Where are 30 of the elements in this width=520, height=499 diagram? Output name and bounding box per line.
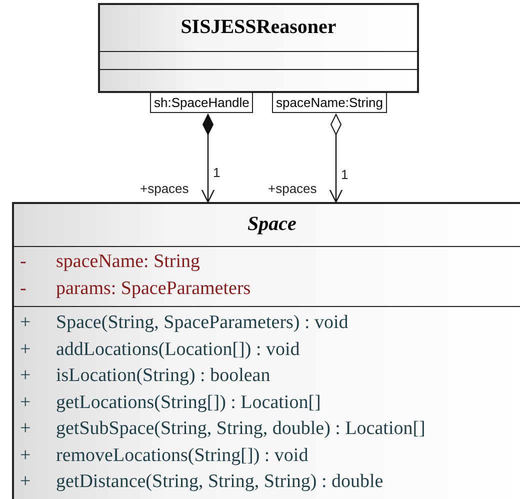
class-name: SISJESSReasoner: [180, 16, 338, 39]
multiplicity-label: 1: [340, 167, 350, 182]
method-text: Space(String, SpaceParameters) : void: [56, 311, 348, 335]
qualifier-box: sh:SpaceHandle: [150, 92, 254, 113]
role-label: +spaces: [140, 181, 189, 196]
class-box: [12, 202, 520, 499]
role-label: +spaces: [268, 181, 317, 196]
visibility-marker: -: [20, 276, 26, 300]
composition-arrow: [201, 114, 215, 203]
visibility-marker: +: [20, 364, 31, 388]
class-name: Space: [246, 213, 298, 236]
method-text: isLocation(String) : boolean: [56, 364, 270, 388]
visibility-marker: +: [20, 338, 31, 362]
multiplicity-label: 1: [212, 165, 222, 180]
attribute-text: spaceName: String: [56, 250, 200, 274]
method-text: getSubSpace(String, String, double) : Location[]: [56, 417, 426, 441]
attribute-text: params: SpaceParameters: [56, 276, 251, 300]
visibility-marker: +: [20, 470, 31, 494]
method-text: addLocations(Location[]) : void: [56, 338, 300, 362]
composition-arrow: [329, 114, 343, 203]
visibility-marker: -: [20, 250, 26, 274]
method-text: getDistance(String, String, String) : double: [56, 470, 384, 494]
qualifier-box: spaceName:String: [272, 92, 387, 113]
method-text: getLocations(String[]) : Location[]: [56, 390, 321, 414]
method-text: removeLocations(String[]) : void: [56, 444, 308, 468]
class-box: [98, 3, 419, 93]
visibility-marker: +: [20, 311, 31, 335]
visibility-marker: +: [20, 390, 31, 414]
visibility-marker: +: [20, 417, 31, 441]
visibility-marker: +: [20, 444, 31, 468]
